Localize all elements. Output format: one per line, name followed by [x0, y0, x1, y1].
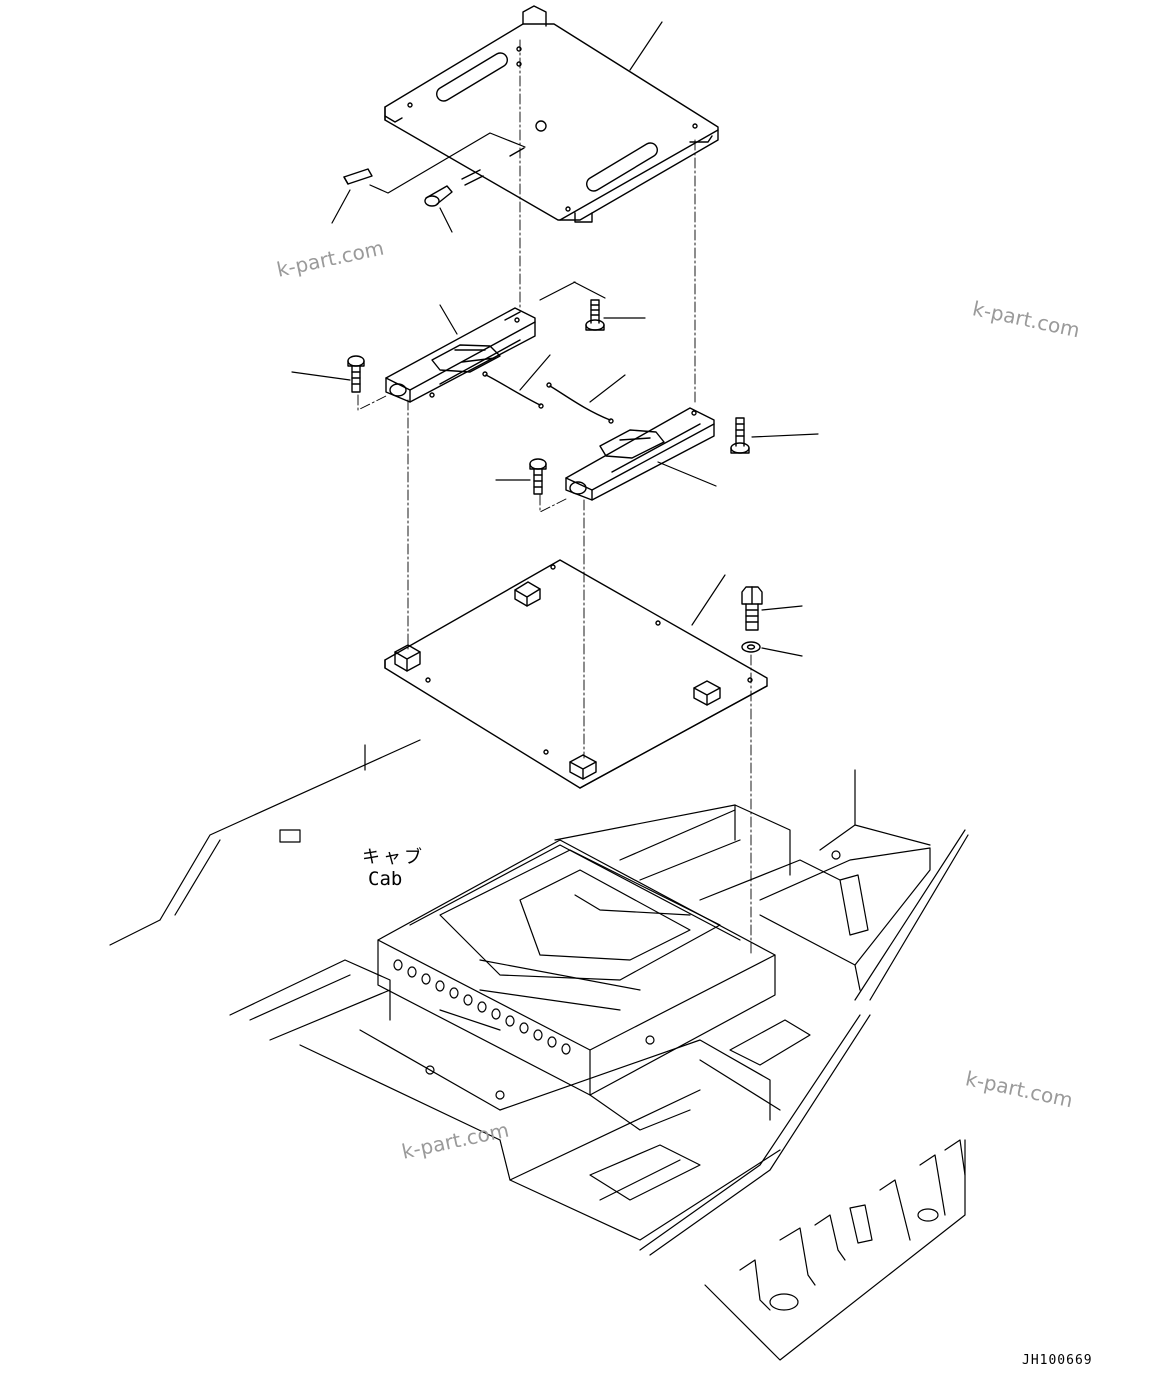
bolt-4 [529, 458, 547, 495]
bolt-1 [585, 299, 605, 331]
bolt-2 [347, 355, 365, 393]
pin-cylinder [424, 169, 484, 207]
spring-1 [482, 371, 544, 409]
frame-ribs [704, 1139, 966, 1361]
spring-2 [546, 382, 614, 424]
right-slide-rail [565, 407, 715, 501]
hex-bolt [741, 586, 763, 631]
washer [741, 641, 761, 653]
roll-pin [343, 168, 373, 185]
drawing-code: JH100669 [1022, 1353, 1093, 1368]
cab-floor-frame [109, 739, 969, 1256]
left-slide-rail [385, 307, 536, 403]
leader-lines [291, 21, 819, 657]
base-plate [384, 559, 768, 789]
bolt-3 [730, 417, 750, 454]
cab-label-japanese: キャブ [362, 847, 425, 868]
cab-label-english: Cab [368, 868, 403, 890]
alignment-lines [357, 39, 752, 956]
top-seat-plate [384, 5, 719, 223]
